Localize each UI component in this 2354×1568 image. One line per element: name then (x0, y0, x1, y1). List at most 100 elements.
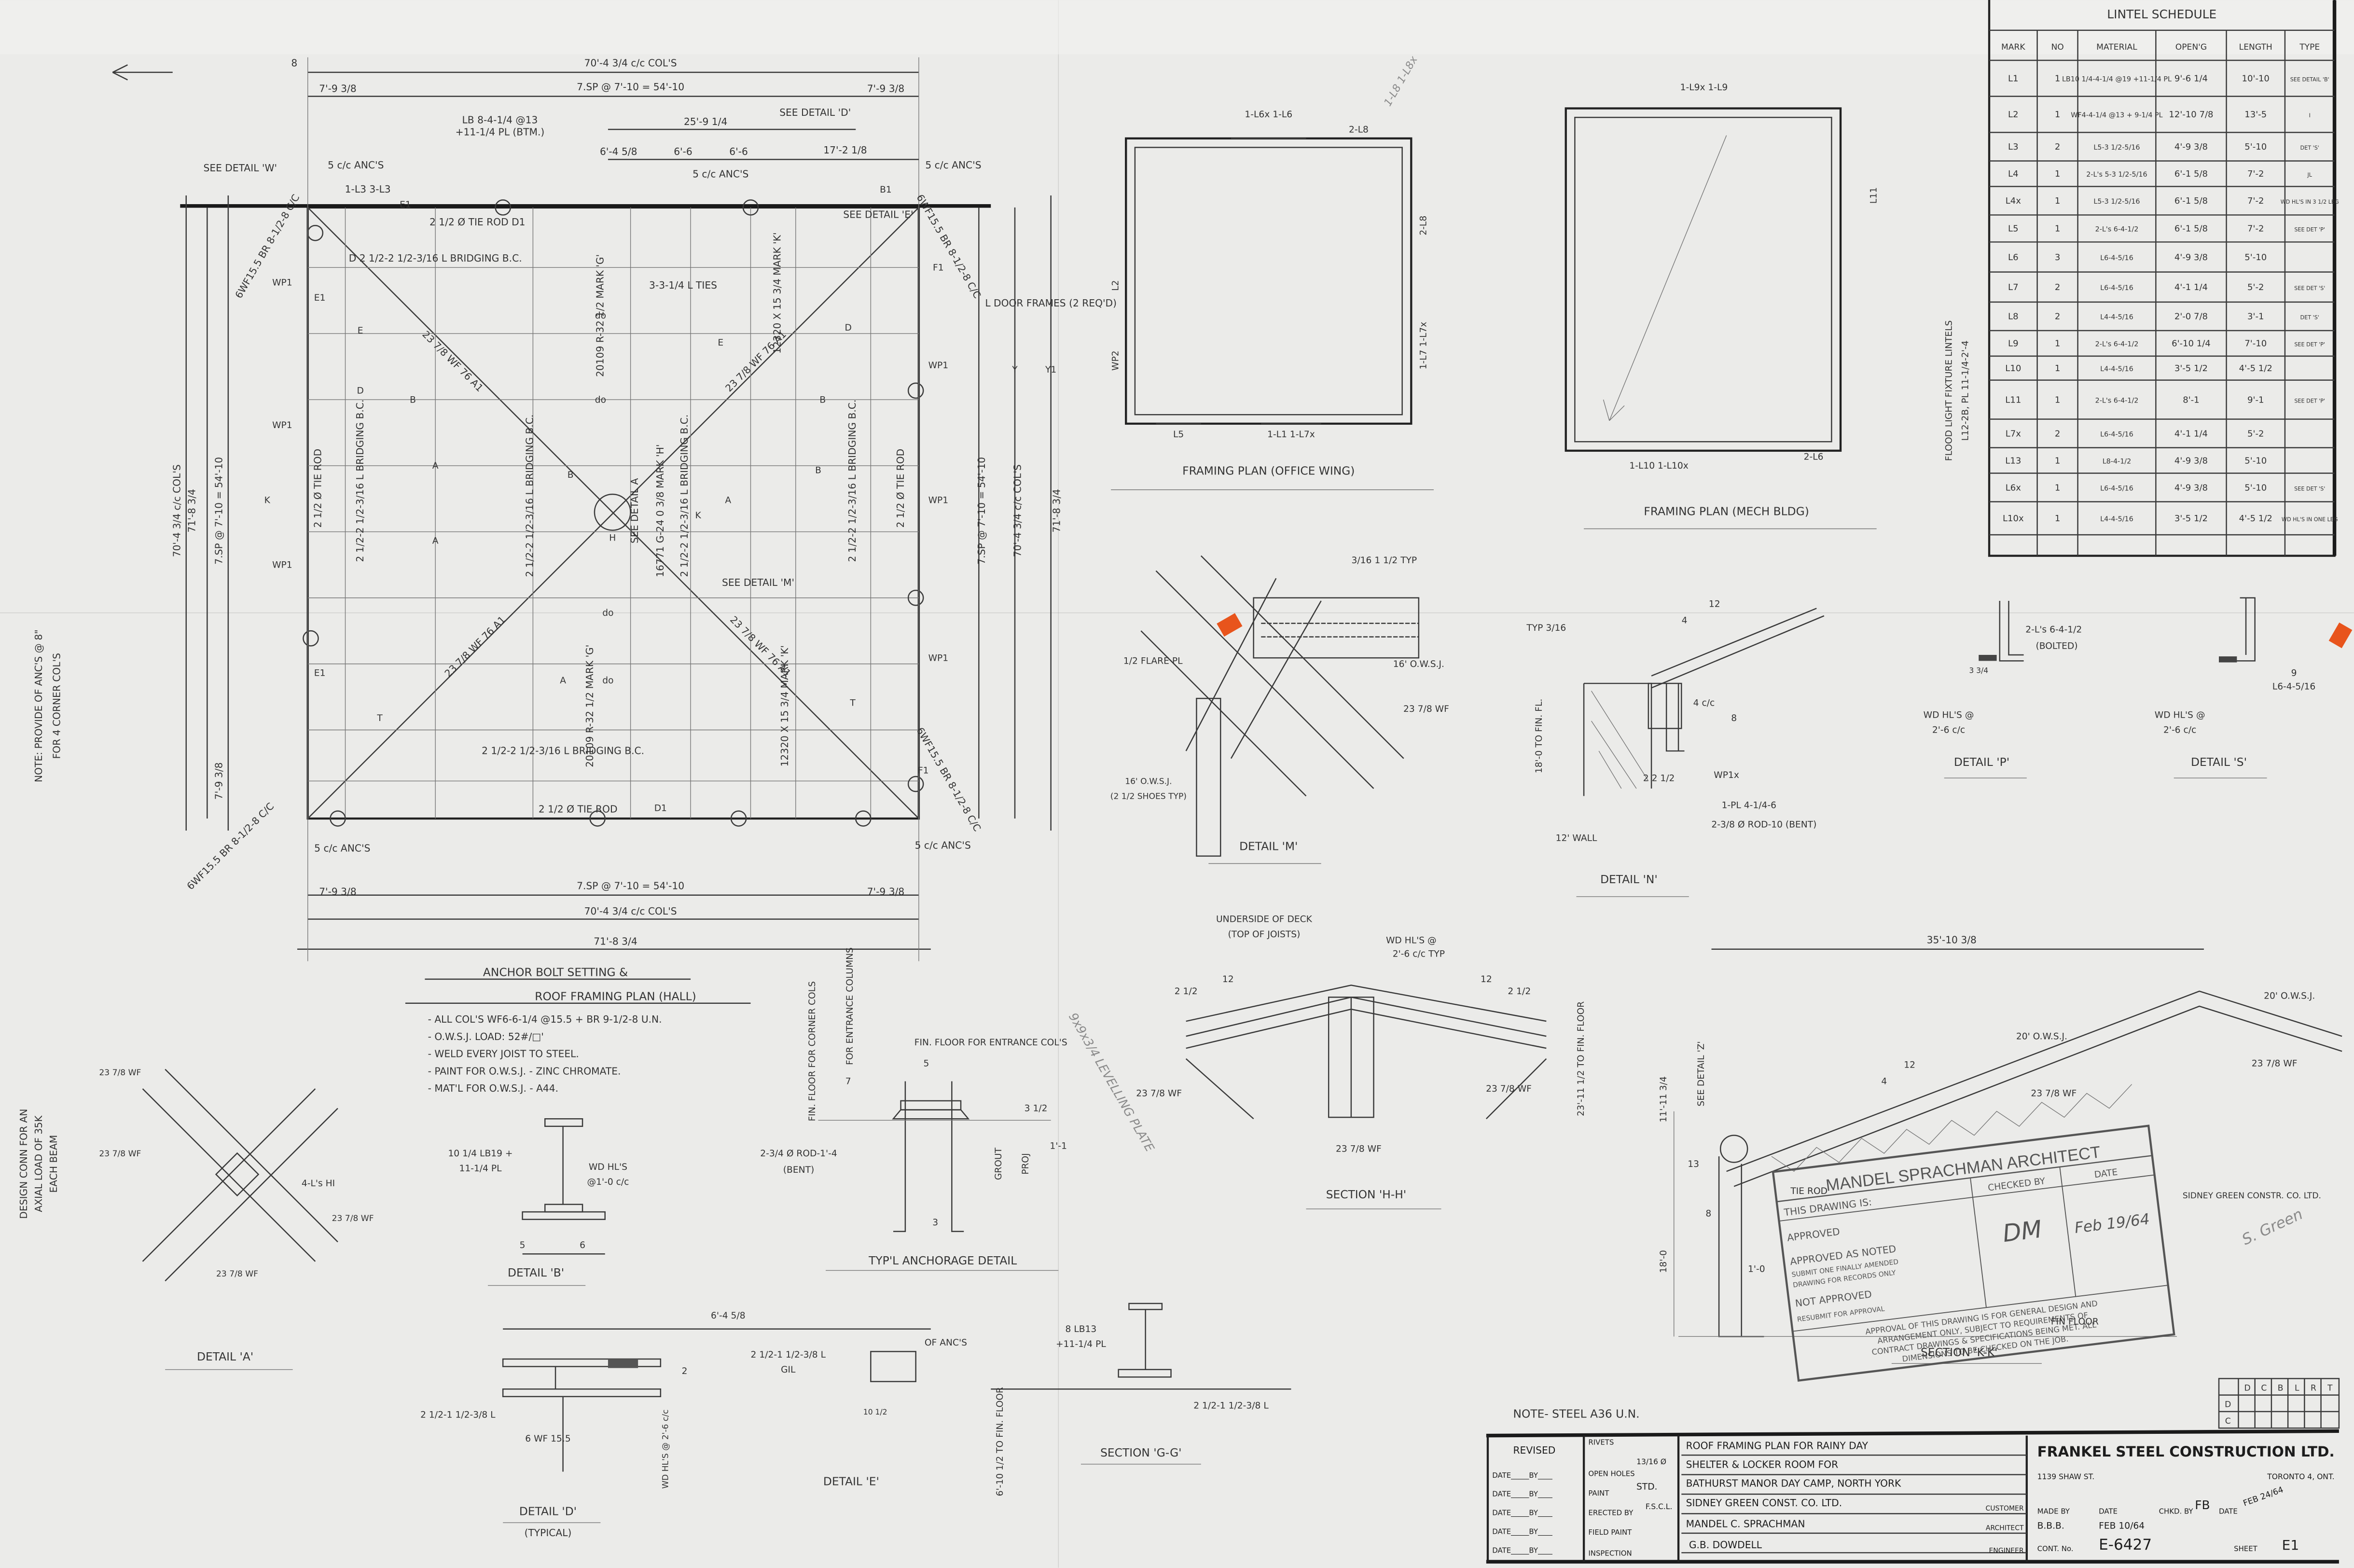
detail-d-two: 2 (682, 1366, 688, 1376)
anchorage-five: 5 (924, 1058, 929, 1068)
plan-member-mark: WP1 (928, 653, 949, 663)
detail-s-nine: 9 (2291, 668, 2297, 679)
steel-note: NOTE- STEEL A36 U.N. (1513, 1407, 1640, 1420)
schedule-cell: L6-4-5/16 (2100, 485, 2133, 492)
detail-p-dim: 3 3/4 (1969, 666, 1988, 675)
detail-d-col: 6 WF 15.5 (525, 1434, 570, 1444)
detail-n-cc: 4 c/c (1693, 698, 1715, 708)
section-kk-owsj2: 20' O.W.S.J. (2016, 1031, 2067, 1041)
plan-member-mark: F1 (918, 766, 929, 776)
schedule-cell: 1 (2055, 169, 2060, 179)
revision-header: B (2278, 1383, 2284, 1393)
schedule-cell: 5'-10 (2244, 483, 2267, 493)
schedule-cell: 2-L's 6-4-1/2 (2095, 226, 2139, 234)
tb-paint: PAINT (1588, 1489, 1609, 1498)
contractor-signature: S. Green (2239, 1206, 2305, 1249)
schedule-cell: L10 (2005, 363, 2021, 374)
stamp-signed-date: Feb 19/64 (2074, 1210, 2150, 1237)
section-kk-run: 12 (1904, 1060, 1915, 1070)
schedule-cell: 4'-9 3/8 (2174, 142, 2208, 152)
schedule-cell: L9 (2008, 339, 2019, 349)
section-hh-wf-bot: 23 7/8 WF (1336, 1144, 1382, 1154)
schedule-cell: 9'-1 (2247, 395, 2264, 405)
revision-header: L (2295, 1383, 2299, 1393)
north-arrow-icon (112, 64, 173, 81)
stamp-checked-by: CHECKED BY (1987, 1176, 2046, 1193)
dimension-bottom-end-right: 7'-9 3/8 (867, 886, 905, 898)
schedule-cell: L5 (2008, 224, 2019, 234)
schedule-cell: 5'-2 (2247, 282, 2264, 292)
schedule-cell: 3'-5 1/2 (2174, 363, 2208, 374)
schedule-cell: 9'-6 1/4 (2174, 74, 2208, 84)
plan-member-mark: T (849, 698, 856, 708)
schedule-header: OPEN'G (2175, 42, 2207, 52)
detail-n-slope-rise: 4 (1682, 616, 1688, 626)
plan-label-tie-rod-left: 2 1/2 Ø TIE ROD (312, 449, 324, 528)
tb-chkd-date-label: DATE (2219, 1507, 2238, 1515)
drawing-description: ROOF FRAMING PLAN FOR RAINY DAY (1686, 1440, 1869, 1452)
column-anchor-icon (307, 224, 324, 241)
section-kk-h2: 18'-0 (1659, 1250, 1669, 1273)
plan-member-mark: A (560, 676, 566, 686)
schedule-cell: 4'-9 3/8 (2174, 456, 2208, 466)
schedule-cell: L1 (2008, 74, 2019, 84)
plan-member-mark: B (568, 470, 574, 480)
plan-label-lb8b: +11-1/4 PL (BTM.) (456, 126, 545, 138)
schedule-header: TYPE (2299, 42, 2320, 52)
plan-member-mark: do (602, 608, 613, 618)
dimension-right-spaces: 7.SP @ 7'-10 = 54'-10 (976, 457, 987, 565)
detail-m-drawing (1140, 555, 2353, 864)
revision-row: D (2225, 1400, 2231, 1410)
section-hh-deck: UNDERSIDE OF DECK (1216, 915, 1313, 925)
schedule-cell: L11 (2005, 395, 2021, 405)
plan-member-mark: D (845, 323, 852, 333)
mech-label: 1-L9x 1-L9 (1680, 83, 1728, 93)
plan-label-ties: 3-3-1/4 L TIES (649, 279, 717, 291)
plan-member-mark: E1 (314, 293, 326, 303)
side-note-design: DESIGN CONN FOR AN (18, 1109, 29, 1219)
dimension-bottom-total: 71'-8 3/4 (594, 935, 637, 947)
section-hh-l-rise: 2 1/2 (1175, 986, 1198, 997)
plan-label-bridging-left: 2 1/2-2 1/2-3/16 L BRIDGING B.C. (354, 400, 366, 562)
schedule-cell: 3'-1 (2247, 312, 2264, 322)
section-hh-l-run: 12 (1222, 974, 1234, 985)
schedule-cell: 10'-10 (2242, 74, 2270, 84)
anchorage-grout: GROUT (994, 1147, 1004, 1180)
anchorage-bent: (BENT) (783, 1165, 815, 1175)
erected-value: F.S.C.L. (1646, 1502, 1673, 1511)
schedule-cell: L8-4-1/2 (2103, 458, 2131, 465)
schedule-cell: L4-4-5/16 (2100, 365, 2133, 373)
side-note-design: EACH BEAM (48, 1135, 59, 1193)
engineer-label: ENGINEER (1989, 1547, 2023, 1554)
schedule-cell: 1 (2055, 395, 2060, 405)
column-anchor-icon (907, 776, 924, 792)
schedule-cell: 6'-1 5/8 (2174, 169, 2208, 179)
pencil-note: 1-L8 1-L8x (1382, 54, 1421, 108)
schedule-cell: 5'-10 (2244, 252, 2267, 263)
tb-erected-by: ERECTED BY (1588, 1509, 1634, 1517)
mech-label: 2-L6 (1804, 452, 1824, 462)
schedule-cell: L5-3 1/2-5/16 (2093, 144, 2140, 152)
schedule-cell: L6-4-5/16 (2100, 284, 2133, 292)
tb-rivets: RIVETS (1588, 1438, 1614, 1446)
dimension-top-end-left: 7'-9 3/8 (319, 83, 357, 94)
detail-a-wf1: 23 7/8 WF (99, 1068, 141, 1078)
plan-member-mark: E (358, 326, 363, 336)
section-gg-pl: +11-1/4 PL (1056, 1339, 1106, 1349)
detail-b-holes: WD HL'S (589, 1162, 627, 1172)
plan-member-mark: E1 (400, 200, 411, 210)
dimension-d17: 17'-2 1/8 (823, 144, 867, 156)
column-anchor-icon (495, 199, 511, 216)
plan-member-mark: WP1 (272, 278, 292, 288)
plan-label-wf1: 23 7/8 WF 76 A1 (420, 329, 485, 394)
dimension-d6b: 6'-6 (674, 146, 692, 157)
plan-label-l3: 1-L3 3-L3 (345, 183, 391, 195)
schedule-cell: 2 (2055, 312, 2060, 322)
detail-d-dim: 6'-4 5/8 (711, 1311, 746, 1321)
schedule-cell: L4x (2006, 196, 2022, 206)
customer-name: SIDNEY GREEN CONST. CO. LTD. (1686, 1497, 1842, 1509)
schedule-cell: 7'-2 (2247, 196, 2264, 206)
plan-label-mark-g2: 20109 R-32 1/2 MARK 'G' (584, 645, 595, 767)
revision-header: R (2311, 1383, 2316, 1393)
